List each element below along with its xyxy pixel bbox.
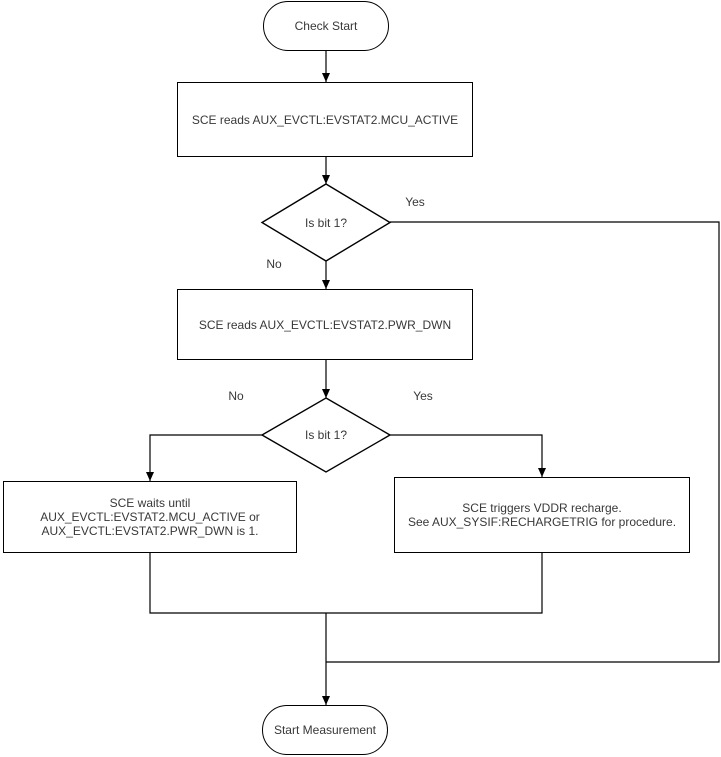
edge-label-yes-second: Yes bbox=[413, 389, 433, 403]
edge-decision2-no-to-wait bbox=[146, 434, 262, 481]
process-read-pwr-dwn: SCE reads AUX_EVCTL:EVSTAT2.PWR_DWN bbox=[177, 289, 473, 360]
process-vddr-recharge: SCE triggers VDDR recharge. See AUX_SYSI… bbox=[394, 477, 690, 553]
start-terminator: Check Start bbox=[263, 1, 389, 51]
process-read-mcu-active: SCE reads AUX_EVCTL:EVSTAT2.MCU_ACTIVE bbox=[177, 82, 473, 157]
edge-merge-bottom-boxes bbox=[149, 553, 543, 614]
edge-label-yes-first: Yes bbox=[405, 195, 425, 209]
decision-is-bit-1-first-shape bbox=[260, 183, 392, 262]
process-sce-waits: SCE waits until AUX_EVCTL:EVSTAT2.MCU_AC… bbox=[3, 481, 297, 553]
edge-label-no-first: No bbox=[266, 257, 282, 271]
edge-decision1-yes-loop bbox=[326, 221, 720, 663]
decision-is-bit-1-second-shape bbox=[260, 397, 392, 473]
decision-is-bit-1-second-label: Is bit 1? bbox=[304, 428, 348, 442]
decision-is-bit-1-first-label: Is bit 1? bbox=[304, 216, 348, 230]
edge-label-no-second: No bbox=[228, 389, 244, 403]
edge-decision2-yes-to-recharge bbox=[390, 434, 546, 477]
end-terminator: Start Measurement bbox=[262, 705, 388, 755]
